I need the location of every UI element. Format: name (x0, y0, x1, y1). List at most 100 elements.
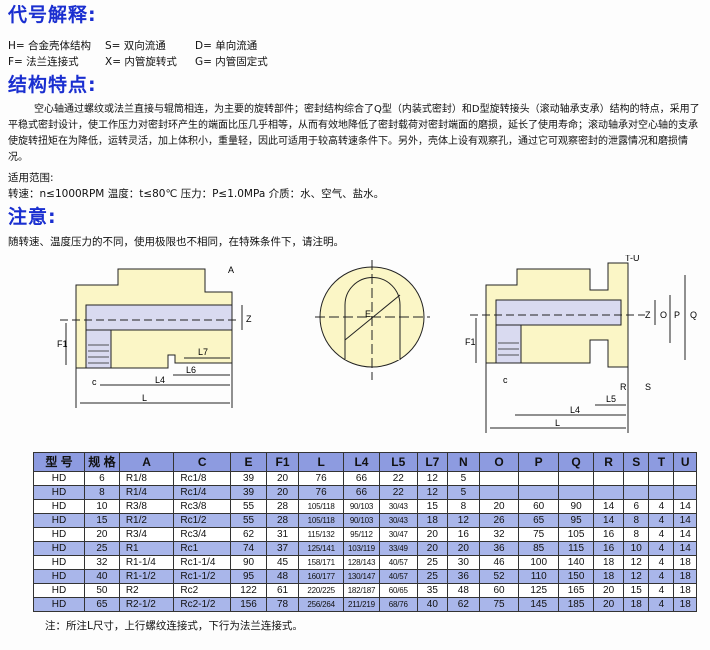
table-cell (623, 471, 650, 486)
table-cell: 12 (446, 513, 480, 528)
table-cell: R3/8 (118, 499, 175, 514)
scope-label: 适用范围: (8, 172, 54, 184)
table-cell: 25 (416, 555, 448, 570)
column-header: U (673, 452, 697, 472)
table-cell: 156 (230, 597, 268, 612)
table-cell: 18 (416, 513, 448, 528)
table-cell: 33/49 (378, 541, 418, 556)
table-cell: HD (32, 555, 86, 570)
table-cell: 36 (478, 541, 520, 556)
table-cell: 61 (266, 583, 300, 598)
table-cell: R3/4 (118, 527, 175, 542)
table-cell: 12 (416, 485, 448, 500)
table-cell: HD (32, 527, 86, 542)
table-cell: 52 (478, 569, 520, 584)
table-cell: 128/143 (343, 555, 380, 570)
table-cell: Rc2 (173, 583, 232, 598)
table-cell: 90/103 (343, 499, 380, 514)
table-cell: 20 (266, 471, 300, 486)
label-tu: T-U (625, 255, 640, 263)
label-l4: L4 (155, 375, 165, 385)
table-cell: 60/65 (378, 583, 418, 598)
table-cell: 95 (558, 513, 595, 528)
table-cell: 76 (298, 485, 345, 500)
table-cell: R1 (118, 541, 175, 556)
column-header: L5 (378, 452, 418, 472)
table-cell: HD (32, 513, 86, 528)
column-header: E (230, 452, 268, 472)
code-s: S= 双向流通 (105, 40, 166, 52)
table-cell: HD (32, 569, 86, 584)
table-cell: 122 (230, 583, 268, 598)
table-cell: 145 (518, 597, 560, 612)
label-l4-2: L4 (570, 405, 580, 415)
table-cell: 62 (230, 527, 268, 542)
table-cell: 18 (623, 597, 650, 612)
table-cell: 185 (558, 597, 595, 612)
table-cell: 40/57 (378, 555, 418, 570)
table-cell: 18 (673, 583, 697, 598)
table-cell: HD (32, 485, 86, 500)
table-cell: 31 (266, 527, 300, 542)
structure-text: 空心轴通过螺纹或法兰直接与辊筒相连，为主要的旋转部件；密封结构综合了Q型（内装式… (8, 104, 700, 163)
table-cell: 28 (266, 499, 300, 514)
table-cell: 4 (648, 513, 675, 528)
column-header: C (173, 452, 232, 472)
table-cell (478, 485, 520, 500)
table-cell: 10 (623, 541, 650, 556)
table-cell: R1/8 (118, 471, 175, 486)
code-g: G= 内管固定式 (195, 56, 268, 68)
table-cell: 115 (558, 541, 595, 556)
code-h: H= 合金壳体结构 (8, 40, 92, 52)
table-cell: 4 (648, 541, 675, 556)
table-cell: 32 (478, 527, 520, 542)
note-text: 随转速、温度压力的不同，使用极限也不相同，在特殊条件下，请注明。 (8, 236, 344, 248)
table-cell: 130/147 (343, 569, 380, 584)
label-f1-2: F1 (465, 337, 476, 347)
column-header: F1 (266, 452, 300, 472)
flanged-drawing (470, 262, 686, 433)
column-header: A (118, 452, 175, 472)
table-cell: 105 (558, 527, 595, 542)
table-cell (558, 471, 595, 486)
table-cell (648, 485, 675, 500)
table-cell: R1/2 (118, 513, 175, 528)
table-cell: 50 (84, 583, 120, 598)
label-c: c (92, 377, 97, 387)
table-cell: 20 (593, 597, 625, 612)
table-cell: 30/43 (378, 499, 418, 514)
table-cell: HD (32, 597, 86, 612)
table-cell: Rc3/4 (173, 527, 232, 542)
table-cell: 22 (378, 471, 418, 486)
table-cell: 182/187 (343, 583, 380, 598)
table-cell: 65 (84, 597, 120, 612)
table-cell: 14 (673, 513, 697, 528)
table-cell: 103/119 (343, 541, 380, 556)
table-cell: 4 (648, 527, 675, 542)
table-cell: 125/141 (298, 541, 345, 556)
table-cell: 55 (230, 499, 268, 514)
table-cell: R1-1/2 (118, 569, 175, 584)
table-cell: 10 (84, 499, 120, 514)
table-cell: Rc1/8 (173, 471, 232, 486)
table-cell (593, 485, 625, 500)
label-e: E (365, 309, 371, 319)
codes-title: 代号解释: (8, 4, 97, 26)
table-cell: 95/112 (343, 527, 380, 542)
footer-note: 注：所注L尺寸，上行螺纹连接式，下行为法兰连接式。 (45, 620, 303, 632)
table-cell: 16 (446, 527, 480, 542)
table-cell: 66 (343, 485, 380, 500)
table-cell: R1-1/4 (118, 555, 175, 570)
table-cell: 78 (266, 597, 300, 612)
table-cell: 4 (648, 583, 675, 598)
table-cell: 18 (593, 555, 625, 570)
scope-text: 转速：n≤1000RPM 温度：t≤80℃ 压力：P≤1.0MPa 介质：水、空… (8, 188, 385, 200)
table-cell: R2 (118, 583, 175, 598)
label-l: L (142, 393, 147, 403)
label-z: Z (246, 314, 252, 324)
